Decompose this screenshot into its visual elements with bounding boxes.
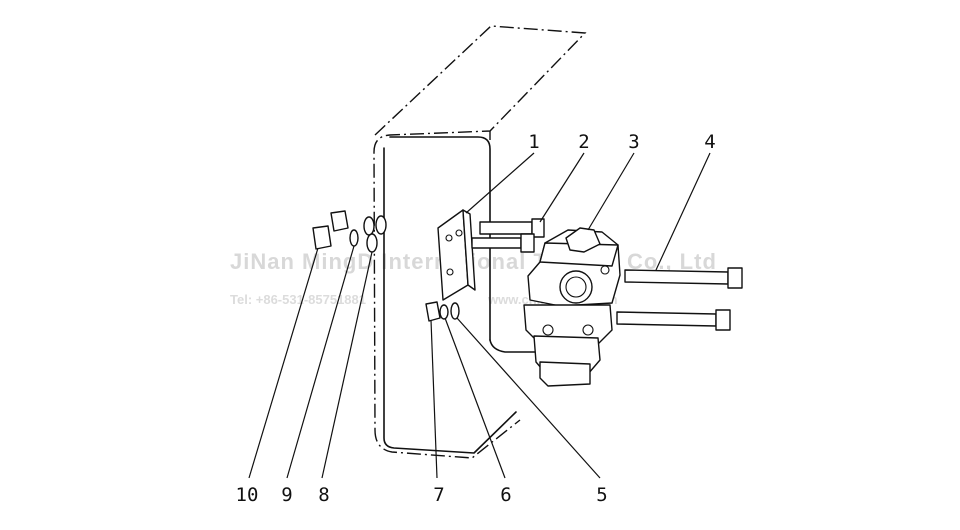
callout-2: 2 [578,131,589,153]
leader-5 [456,317,601,479]
callout-9: 9 [281,484,292,506]
callout-7: 7 [433,484,444,506]
callout-6: 6 [500,484,511,506]
callout-4: 4 [704,131,715,153]
callout-5: 5 [596,484,607,506]
leader-4 [655,152,711,271]
leader-10 [248,247,319,479]
part-7-nut [425,301,441,322]
part-4-long-bolts [616,267,743,331]
part-3-valve-body [523,227,621,387]
leader-2 [539,152,585,223]
part-8-washers [363,215,387,253]
leader-1 [465,152,535,214]
callout-labels: 1 2 3 4 5 6 7 8 9 10 [236,131,716,506]
leader-9 [286,245,355,479]
watermark-tel: Tel: +86-531-85751881 [230,292,366,307]
part-6-spring-washer [439,304,449,320]
leader-lines [248,152,711,479]
mounting-frame [373,25,587,459]
part-5-washer [450,302,460,320]
leader-6 [444,317,506,479]
part-9-spring-washer [349,229,359,247]
leader-7 [430,319,438,479]
callout-10: 10 [236,484,259,506]
callout-8: 8 [318,484,329,506]
part-1-mounting-plate [437,209,476,301]
leader-8 [321,251,373,479]
leader-3 [587,152,635,231]
part-2-bolts [471,218,545,253]
callout-1: 1 [528,131,539,153]
callout-3: 3 [628,131,639,153]
part-10-nuts [312,210,349,250]
